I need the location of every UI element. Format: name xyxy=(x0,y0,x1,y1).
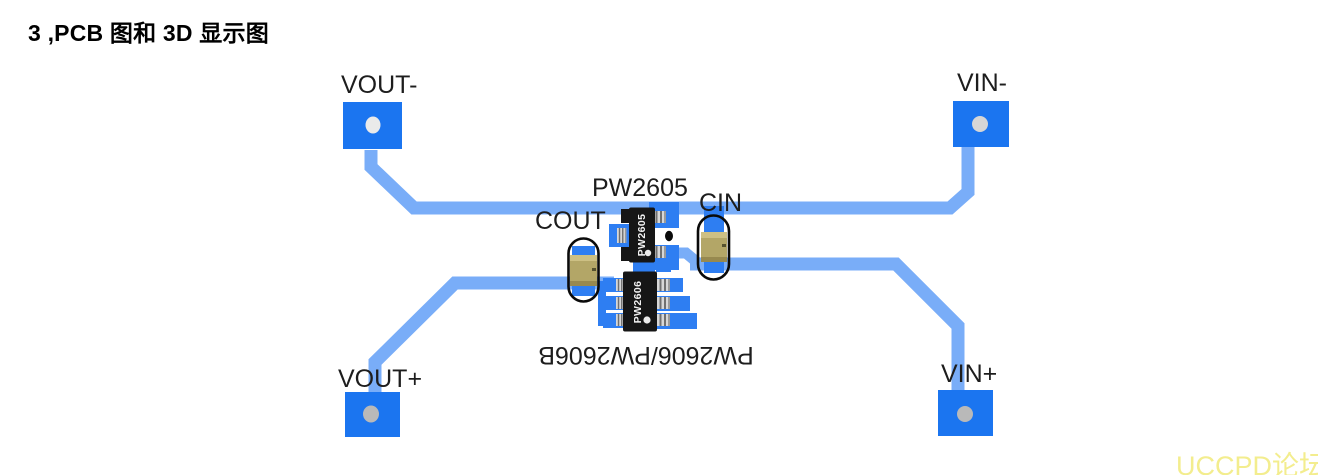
section-heading: 3 ,PCB 图和 3D 显示图 xyxy=(28,20,269,46)
label-cin: CIN xyxy=(699,189,742,217)
through-hole-pads xyxy=(343,101,1009,437)
forum-watermark: UCCPD论坛 xyxy=(1176,451,1318,475)
cin-pad-bottom xyxy=(704,261,724,273)
ic2-lead-right-2 xyxy=(657,297,670,309)
capacitor-cout xyxy=(567,237,600,303)
ic2-marking-text: PW2606 xyxy=(632,281,644,324)
trace-vin-plus xyxy=(690,257,965,391)
ic2-pin1-dot xyxy=(643,316,651,324)
ic1-tab-bottom xyxy=(621,247,631,261)
cout-body-highlight xyxy=(570,255,597,261)
ic2-pw2606: PW2606 xyxy=(616,271,670,332)
label-vin-plus: VIN+ xyxy=(941,360,997,388)
ic2-pad-left-link xyxy=(598,281,606,326)
label-vout-minus: VOUT- xyxy=(341,71,417,99)
trace-vout-minus-to-vin-minus xyxy=(364,147,975,215)
ic1-marking-text: PW2605 xyxy=(636,214,648,257)
label-cout: COUT xyxy=(535,207,606,235)
ic2-body xyxy=(623,271,657,332)
ic1-pw2605: PW2605 xyxy=(617,207,666,263)
cin-body-highlight xyxy=(701,232,727,238)
copper-traces xyxy=(364,147,975,393)
ic2-lead-right-3 xyxy=(657,314,670,326)
label-ic1: PW2605 xyxy=(592,174,688,202)
capacitor-cin xyxy=(696,214,731,281)
ic2-lead-right-1 xyxy=(657,279,670,291)
ic1-pin1-dot xyxy=(644,249,652,257)
cin-silkscreen-outline xyxy=(696,214,731,281)
cout-silkscreen-outline xyxy=(567,237,600,303)
cin-pad-top xyxy=(704,206,724,236)
cin-body-dot xyxy=(722,244,726,247)
ic1-tab-top xyxy=(621,209,631,223)
pad-vin-plus-hole xyxy=(957,406,973,422)
cin-body-shadow xyxy=(701,257,727,262)
cout-body-shadow xyxy=(570,281,597,286)
label-ic2-upside-down: PW2606/PW2606B xyxy=(538,341,753,369)
label-vout-plus: VOUT+ xyxy=(338,365,422,393)
pad-vin-minus-hole xyxy=(972,116,988,132)
label-vin-minus: VIN- xyxy=(957,69,1007,97)
pad-vout-minus-hole xyxy=(365,116,381,134)
trace-vout-plus xyxy=(368,276,614,393)
cout-pad-bottom xyxy=(572,285,595,296)
ic1-lead-left xyxy=(617,228,627,243)
cout-body-dot xyxy=(592,268,596,271)
pad-vout-plus-hole xyxy=(363,405,379,423)
via-hole xyxy=(665,230,673,242)
cout-pad-top xyxy=(572,246,595,257)
ic1-body xyxy=(629,207,655,263)
net-labels: VOUT- VIN- VOUT+ VIN+ PW2605 CIN COUT PW… xyxy=(338,69,1007,393)
